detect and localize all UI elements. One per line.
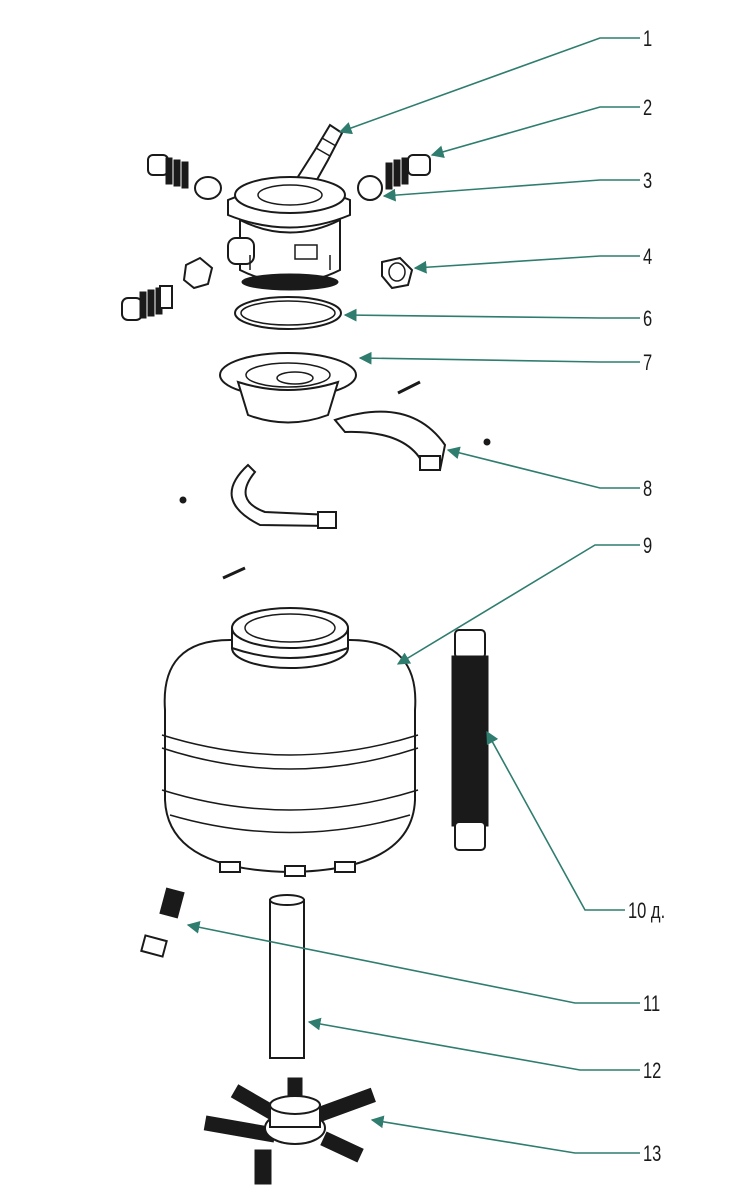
clamp-right (333, 410, 447, 472)
standpipe (269, 894, 305, 1059)
oring-left-top (194, 176, 222, 200)
callout-6: 6 (643, 306, 653, 331)
callout-2: 2 (643, 95, 653, 120)
oring-left-bottom (182, 256, 214, 290)
callout-8: 8 (643, 476, 653, 501)
callout-1: 1 (643, 26, 653, 51)
connector-right-top (385, 154, 431, 190)
drain-plug (140, 887, 185, 958)
callout-11: 11 (643, 991, 661, 1016)
oring-right-top (357, 175, 383, 201)
callout-13: 13 (643, 1141, 662, 1166)
small-fitting (381, 256, 414, 290)
oring-large (234, 296, 342, 330)
multiport-valve (227, 176, 351, 291)
connector-left-top (147, 154, 189, 189)
callout-4: 4 (643, 244, 653, 269)
callout-9: 9 (643, 533, 653, 558)
nut-left (179, 496, 187, 504)
screw-top (397, 380, 421, 395)
tank-flange (219, 352, 357, 424)
nut-right (483, 438, 491, 446)
callout-7: 7 (643, 350, 653, 375)
callout-3: 3 (643, 168, 653, 193)
flexible-hose (451, 629, 489, 851)
callout-10: 10 д. (628, 898, 666, 923)
filter-tank (161, 607, 419, 877)
screw-bottom (222, 566, 246, 580)
lateral-assembly (203, 1077, 376, 1185)
leader-lines (186, 37, 640, 1154)
clamp-left (230, 463, 337, 529)
callout-12: 12 (643, 1058, 662, 1083)
connector-left-bottom (121, 285, 173, 321)
